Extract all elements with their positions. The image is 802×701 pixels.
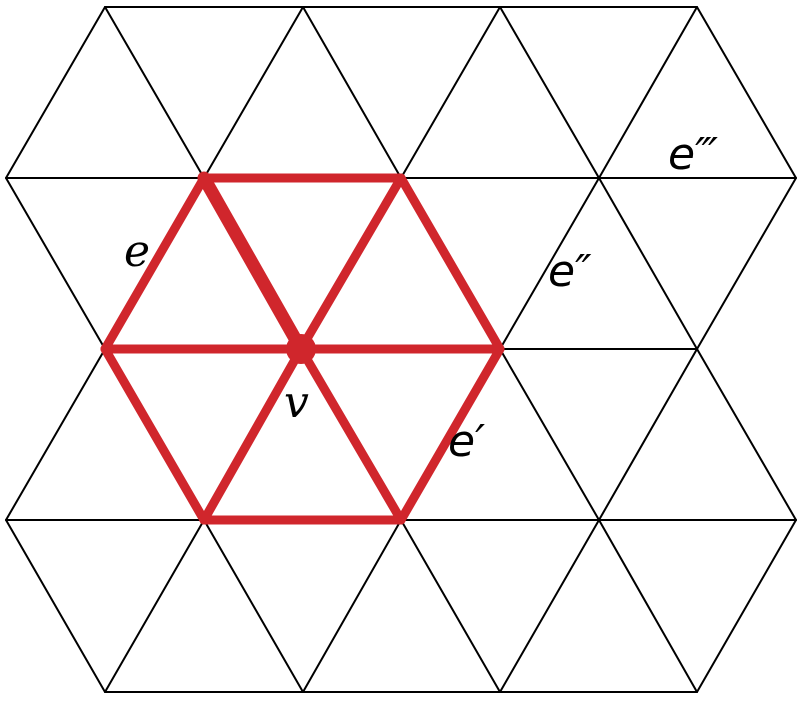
label-v: v [284,377,309,428]
label-e: e [124,226,151,277]
label-e-triple-prime: e‴ [668,129,718,180]
highlighted-hexagon-star [100,171,505,525]
label-e-double-prime: e″ [548,246,592,297]
vertex-v-dot [286,334,316,364]
label-e-prime: e′ [448,416,486,467]
